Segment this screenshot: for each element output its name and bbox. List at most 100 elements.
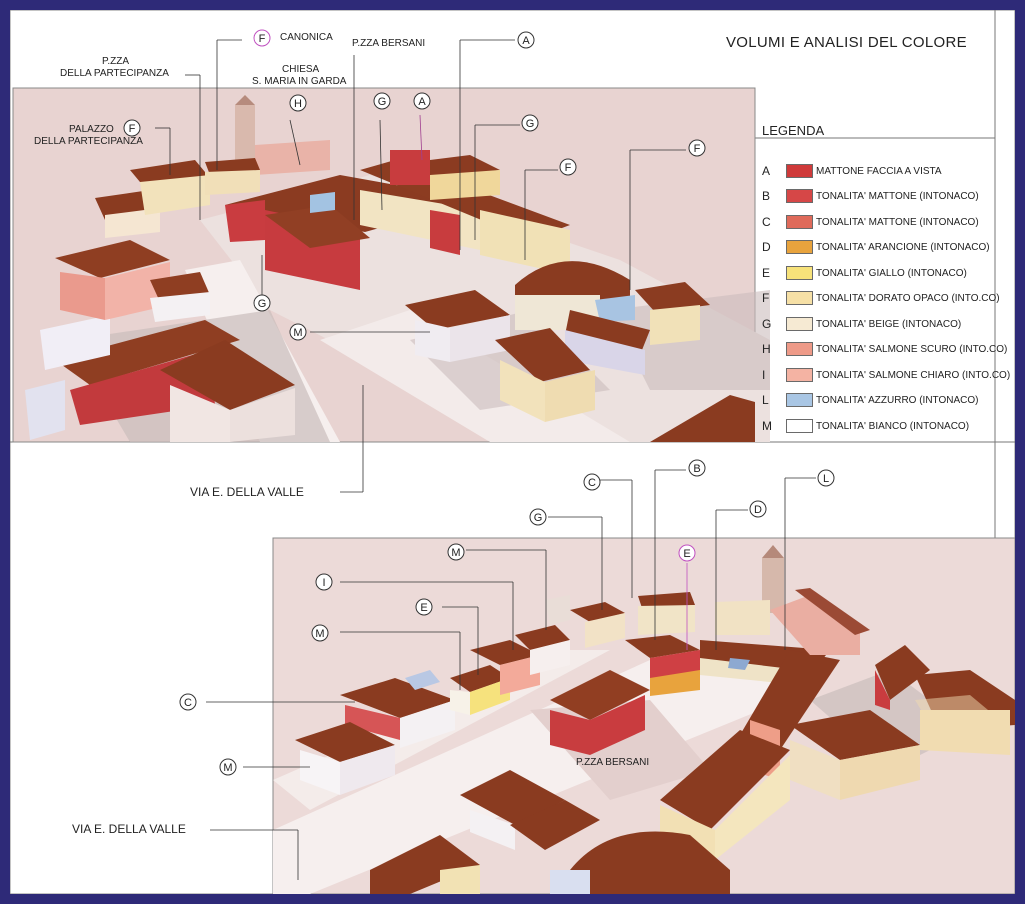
top-bldg-wall [150,292,210,322]
marker-bottom: C [583,473,601,491]
bottom-bldg-wall [300,750,340,795]
marker-bottom: E [678,544,696,562]
bottom-bldg-wall [715,755,790,860]
marker-bottom: M [219,758,237,776]
top-bldg-wall [450,315,510,362]
marker-top: G [253,294,271,312]
label-piazza-bersani-bottom: P.ZZA BERSANI [576,757,649,768]
marker-bottom: B [688,459,706,477]
bottom-bldg-roof [795,588,870,635]
marker-bottom: L [817,469,835,487]
marker-top: F [559,158,577,176]
bottom-bldg-roof [460,770,565,825]
marker-top: F [253,29,271,47]
bottom-bldg-wall [585,613,625,648]
bottom-bldg-wall [345,705,400,740]
bottom-bldg-wall [550,870,590,894]
top-bldg-wall [500,360,545,422]
top-bldg-roof [495,328,590,382]
svg-text:M: M [315,628,324,640]
marker-top: G [373,92,391,110]
bottom-bldg-wall [545,595,570,625]
svg-text:C: C [184,697,192,709]
legend-swatch [786,291,813,305]
svg-text:A: A [418,96,426,108]
top-bldg-roof [635,282,710,312]
top-church-wall [255,140,330,175]
bottom-bldg-roof [340,678,455,718]
top-bldg-wall [390,150,430,185]
label-via-top: VIA E. DELLA VALLE [190,485,304,499]
bottom-bldg-roof [450,665,510,692]
legend-swatch [786,342,813,356]
bottom-arched-roof [570,831,730,894]
top-bldg-wall [105,208,160,238]
top-bldg-roof [405,290,510,330]
top-bldg-wall [310,192,335,213]
bottom-bldg-roof [370,835,480,894]
label-palazzo-2: DELLA PARTECIPANZA [34,136,143,147]
svg-text:H: H [294,98,302,110]
top-bldg-wall [545,370,595,422]
top-bldg-wall [595,295,635,322]
marker-bottom: E [415,598,433,616]
label-via-bottom: VIA E. DELLA VALLE [72,822,186,836]
top-bldg-wall [40,315,110,370]
svg-text:M: M [223,762,232,774]
top-bldg-wall [25,380,65,440]
top-bell-tower-roof [235,95,255,105]
top-bldg-wall [650,305,700,345]
svg-text:F: F [694,143,701,155]
bottom-bldg-wall [450,690,470,715]
marker-top: A [517,31,535,49]
label-chiesa-2: S. MARIA IN GARDA [252,76,347,87]
bottom-bldg-wall [440,865,480,894]
svg-text:F: F [129,123,136,135]
drawing-title: VOLUMI E ANALISI DEL COLORE [726,34,967,51]
top-bldg-roof [55,240,170,278]
bottom-bldg-roof [510,800,600,850]
marker-top: M [289,323,307,341]
svg-text:E: E [683,548,690,560]
bottom-bldg-wall [790,740,840,800]
svg-text:A: A [522,35,530,47]
marker-bottom: I [315,573,333,591]
bottom-bell-tower [762,558,784,613]
top-bldg-roof [430,155,500,178]
bottom-bldg-wall [638,605,695,635]
bottom-bldg-wall [590,695,645,755]
svg-text:C: C [588,477,596,489]
marker-top: F [123,119,141,137]
svg-text:B: B [693,463,700,475]
top-bldg-roof [55,320,240,385]
bottom-bldg-wall [728,658,750,670]
legend-swatch [786,189,813,203]
marker-bottom: M [311,624,329,642]
bottom-bldg-roof [660,730,790,830]
bottom-bldg-wall [530,640,570,675]
top-bldg-roof [650,395,755,442]
bottom-bldg-roof [515,625,570,650]
label-piazza-bersani-top: P.ZZA BERSANI [352,38,425,49]
bottom-bldg-wall [550,710,590,755]
svg-text:G: G [378,96,387,108]
bottom-bldg-wall [400,700,455,748]
svg-text:D: D [754,504,762,516]
legend-swatch [786,266,813,280]
svg-text:G: G [526,118,535,130]
bottom-bldg-wall [715,600,770,635]
marker-bottom: C [179,693,197,711]
legend-swatch [786,317,813,331]
legend-swatch [786,240,813,254]
legend-heading: LEGENDA [762,123,825,138]
top-bldg-roof [160,340,295,410]
top-bldg-wall [415,320,450,362]
top-bldg-wall [140,175,210,215]
